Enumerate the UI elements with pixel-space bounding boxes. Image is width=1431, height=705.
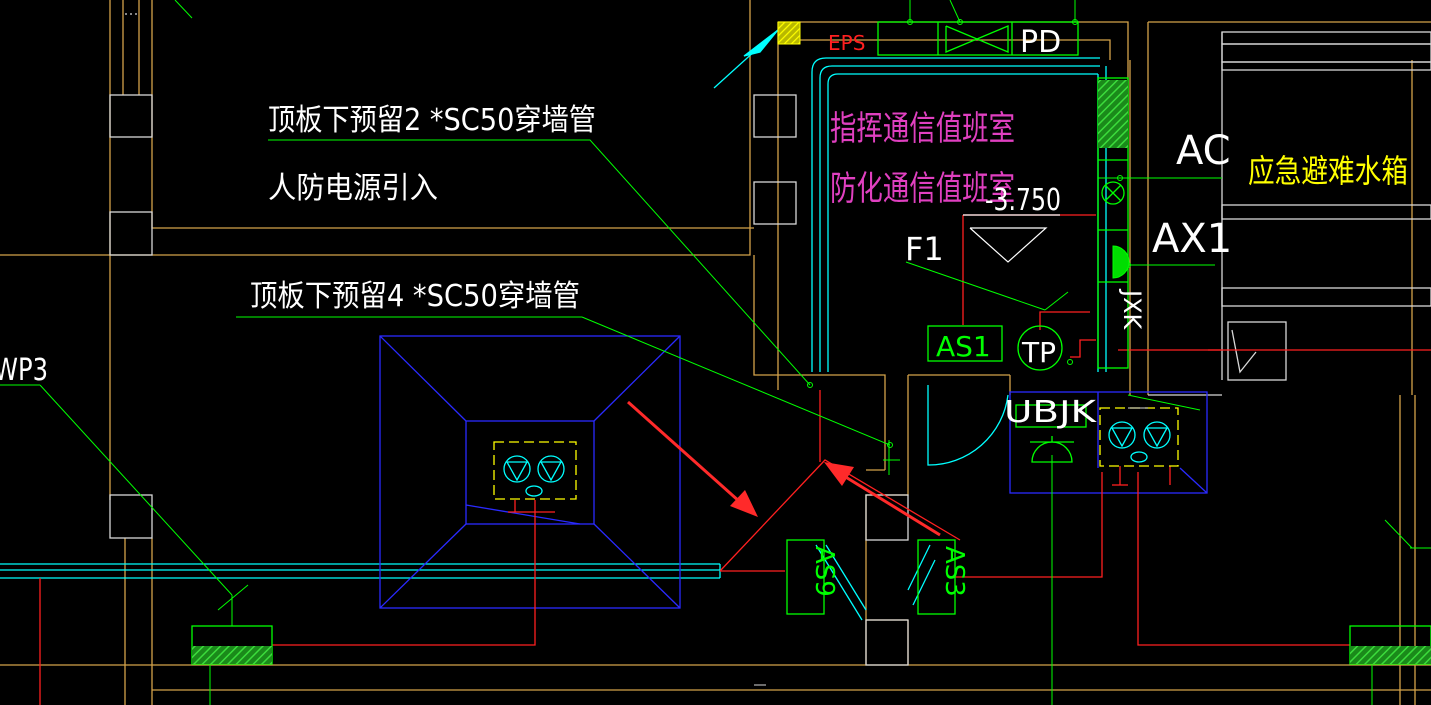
tp-label: TP <box>1021 336 1056 369</box>
ac-label: AC <box>1176 128 1231 174</box>
alarm-bell-icon <box>1030 436 1074 463</box>
blue-equipment-boxes <box>379 335 1208 609</box>
red-cables <box>39 214 1431 705</box>
ax1-label: AX1 <box>1152 216 1232 262</box>
green-panels <box>191 21 1431 665</box>
half-lamp-icon <box>1112 245 1130 279</box>
note-top-line2: 人防电源引入 <box>268 171 438 206</box>
eps-marker <box>777 21 801 45</box>
note-mid: 顶板下预留4 *SC50穿墙管 <box>250 279 580 314</box>
eps-label: EPS <box>828 31 865 55</box>
water-tank-label: 应急避难水箱 <box>1248 152 1408 190</box>
water-tank-outline <box>1148 31 1431 396</box>
lamp-icon <box>1101 181 1125 205</box>
elevation-mark <box>963 214 1060 263</box>
misc-marks <box>754 407 1148 686</box>
f1-label: F1 <box>905 230 944 268</box>
as3-label: AS3 <box>939 546 969 597</box>
ubjk-label: UBJK <box>1004 395 1098 430</box>
leader-dots <box>807 19 1131 448</box>
pump-symbol-left <box>493 441 577 500</box>
red-arrow <box>627 400 758 517</box>
room-name-2: 防化通信值班室 <box>830 169 1015 209</box>
hatched-panel <box>192 646 272 664</box>
pd-label: PD <box>1020 25 1061 60</box>
tp-circle-icon <box>1017 325 1063 371</box>
as1-label: AS1 <box>936 330 991 363</box>
note-top-line1: 顶板下预留2 *SC50穿墙管 <box>268 103 596 138</box>
wp3-label: WP3 <box>0 353 48 388</box>
as9-label: AS9 <box>809 546 839 597</box>
jxk-label: JXK <box>1118 288 1146 331</box>
room-name-1: 指挥通信值班室 <box>830 109 1015 149</box>
elevation-value: -3.750 <box>985 183 1061 218</box>
hatched-panel <box>1098 80 1128 148</box>
pump-symbol-right <box>1099 407 1179 467</box>
red-arrow <box>824 462 941 537</box>
cable-tray <box>0 29 1107 621</box>
column-boxes <box>109 13 909 666</box>
hatched-panel <box>1350 646 1431 664</box>
